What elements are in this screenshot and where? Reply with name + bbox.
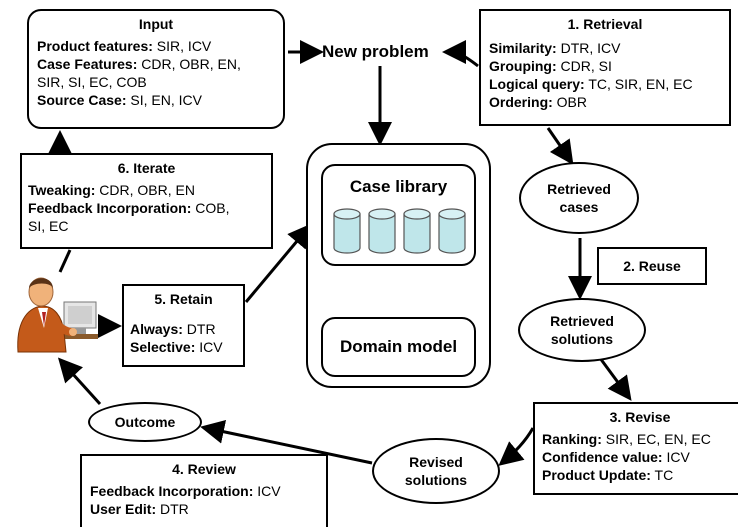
retain-line: Selective: ICV (130, 339, 223, 355)
review-title: 4. Review (172, 461, 236, 477)
retrieval-box: 1. Retrieval Similarity: DTR, ICV Groupi… (479, 9, 731, 126)
retain-line: Always: DTR (130, 321, 216, 337)
input-box: Input Product features: SIR, ICV Case Fe… (27, 9, 285, 129)
new-problem-label: New problem (322, 42, 429, 61)
input-line: SIR, SI, EC, COB (37, 74, 147, 90)
arrow-retrieval-to-new-problem (442, 40, 479, 68)
revise-line: Product Update: TC (542, 467, 674, 483)
retrieval-line: Ordering: OBR (489, 94, 588, 110)
revise-box: 3. Revise Ranking: SIR, EC, EN, EC Confi… (533, 402, 738, 495)
revise-line: Confidence value: ICV (542, 449, 690, 465)
arrow-solutions-to-revise (598, 357, 632, 401)
arrow-user-to-iterate (58, 249, 72, 273)
database-cylinder-icon (403, 208, 431, 254)
iterate-title: 6. Iterate (117, 160, 176, 176)
input-title: Input (138, 16, 174, 32)
input-line: Source Case: SI, EN, ICV (37, 92, 202, 108)
retrieval-line: Grouping: CDR, SI (489, 58, 612, 74)
retrieval-line: Similarity: DTR, ICV (489, 40, 621, 56)
arrow-outcome-to-user (57, 357, 102, 406)
review-box: 4. Review Feedback Incorporation: ICV Us… (80, 454, 328, 527)
revise-line: Ranking: SIR, EC, EN, EC (542, 431, 711, 447)
revise-title: 3. Revise (609, 409, 671, 425)
retrieval-line: Logical query: TC, SIR, EN, EC (489, 76, 693, 92)
database-cylinder-icon (333, 208, 361, 254)
review-line: Feedback Incorporation: ICV (90, 483, 281, 499)
iterate-box: 6. Iterate Tweaking: CDR, OBR, EN Feedba… (20, 153, 273, 249)
input-line: Product features: SIR, ICV (37, 38, 212, 54)
domain-model-title: Domain model (339, 337, 458, 356)
input-line: Case Features: CDR, OBR, EN, (37, 56, 241, 72)
user-at-computer-icon (17, 277, 98, 353)
iterate-line: Tweaking: CDR, OBR, EN (28, 182, 195, 198)
domain-model-box: Domain model (321, 317, 476, 377)
retrieval-title: 1. Retrieval (567, 16, 643, 32)
reuse-box: 2. Reuse (597, 247, 707, 285)
database-cylinder-icon (438, 208, 466, 254)
arrow-retrieval-to-cases (546, 127, 574, 165)
iterate-line: Feedback Incorporation: COB, (28, 200, 230, 216)
iterate-line: SI, EC (28, 218, 69, 234)
arrow-revised-to-outcome (200, 419, 373, 465)
retain-title: 5. Retain (154, 291, 213, 307)
arrow-retain-to-library (244, 223, 312, 303)
reuse-title: 2. Reuse (623, 258, 681, 274)
case-library-title: Case library (349, 177, 448, 196)
arrow-revise-to-revised (498, 427, 535, 466)
database-cylinder-icon (368, 208, 396, 254)
retain-box: 5. Retain Always: DTR Selective: ICV (122, 284, 245, 367)
outcome-ellipse: Outcome (88, 402, 202, 442)
review-line: User Edit: DTR (90, 501, 189, 517)
